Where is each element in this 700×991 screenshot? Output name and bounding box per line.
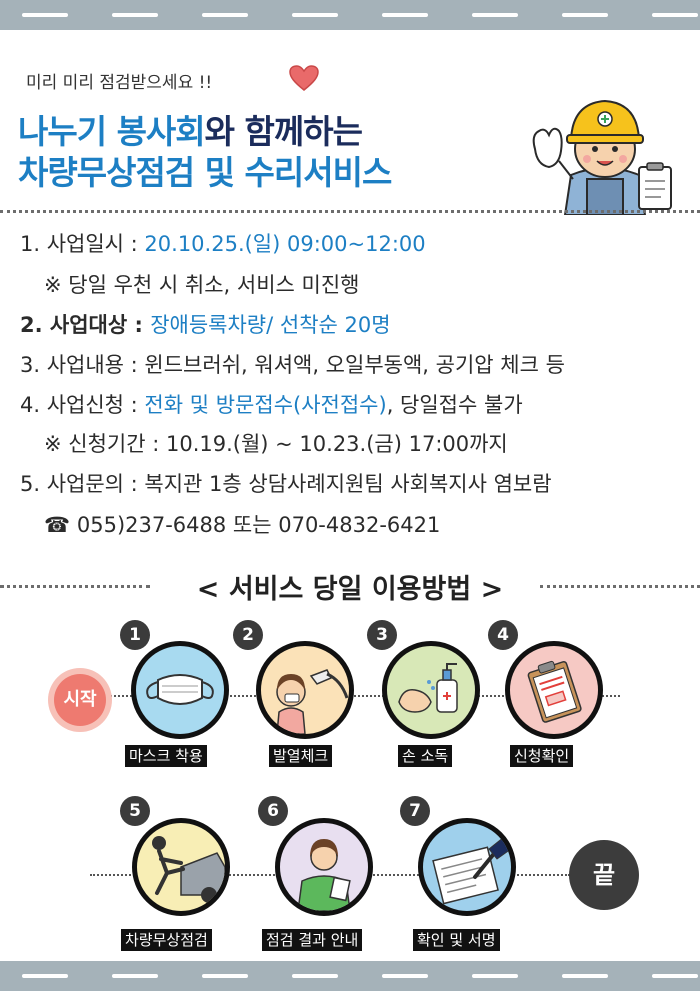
section-divider-left [0, 585, 150, 588]
step-row-1-line [110, 695, 620, 697]
road-dash [202, 13, 248, 17]
info-item-4-tail: , 당일접수 불가 [386, 393, 523, 417]
road-dash [292, 13, 338, 17]
road-dash [22, 13, 68, 17]
step-3-number: 3 [367, 620, 397, 650]
info-item-1: 1. 사업일시 : 20.10.25.(일) 09:00~12:00 [20, 229, 426, 259]
road-dash [472, 974, 518, 978]
end-badge: 끝 [569, 840, 639, 910]
clipboard-icon [527, 660, 582, 723]
title-with: 와 함께하는 [204, 112, 363, 151]
step-3-circle [382, 641, 480, 739]
title-line-1: 나누기 봉사회와 함께하는 [18, 112, 363, 152]
road-dash [22, 974, 68, 978]
step-2-number: 2 [233, 620, 263, 650]
info-item-4: 4. 사업신청 : 전화 및 방문접수(사전접수), 당일접수 불가 [20, 390, 523, 420]
info-item-1-value: 20.10.25.(일) 09:00~12:00 [144, 232, 426, 256]
road-dash [292, 974, 338, 978]
info-item-1-label: 1. 사업일시 : [20, 232, 145, 256]
info-item-3-label: 3. 사업내용 : [20, 353, 145, 377]
info-item-5-label: 5. 사업문의 : [20, 472, 145, 496]
step-7-number: 7 [400, 796, 430, 826]
info-item-4-note: ※ 신청기간 : 10.19.(월) ~ 10.23.(금) 17:00까지 [44, 432, 508, 456]
info-phone: ☎ 055)237-6488 또는 070-4832-6421 [44, 510, 440, 540]
worker-character-icon [532, 99, 672, 215]
info-item-5-value: 복지관 1층 상담사례지원팀 사회복지사 염보람 [144, 472, 552, 496]
road-dash [562, 974, 608, 978]
step-2-caption: 발열체크 [269, 745, 333, 767]
start-badge: 시작 [48, 668, 112, 732]
info-item-3: 3. 사업내용 : 윈드브러쉬, 워셔액, 오일부동액, 공기압 체크 등 [20, 350, 565, 380]
road-dash [472, 13, 518, 17]
road-dash [652, 974, 698, 978]
info-item-5: 5. 사업문의 : 복지관 1층 상담사례지원팀 사회복지사 염보람 [20, 469, 552, 499]
step-1-number: 1 [120, 620, 150, 650]
phone-icon: ☎ [44, 513, 71, 537]
signature-icon [432, 832, 511, 905]
section-divider-right [540, 585, 700, 588]
bottom-road-border [0, 961, 700, 991]
road-dash [202, 974, 248, 978]
step-4-number: 4 [488, 620, 518, 650]
thermometer-icon [276, 669, 349, 734]
step-2-circle [256, 641, 354, 739]
step-7-circle [418, 818, 516, 916]
info-item-3-value: 윈드브러쉬, 워셔액, 오일부동액, 공기압 체크 등 [144, 353, 565, 377]
steps-section-title: < 서비스 당일 이용방법 > [196, 574, 504, 605]
hand-sanitizer-icon [398, 663, 458, 713]
info-item-2-value: 장애등록차량/ 선착순 20명 [150, 313, 391, 337]
phone-number: 055)237-6488 또는 070-4832-6421 [76, 513, 441, 537]
road-dash [652, 13, 698, 17]
step-1-caption: 마스크 착용 [125, 745, 207, 767]
road-dash [112, 974, 158, 978]
step-4-circle [505, 641, 603, 739]
step-6-number: 6 [258, 796, 288, 826]
road-dash [112, 13, 158, 17]
info-item-2: 2. 사업대상 : 장애등록차량/ 선착순 20명 [20, 310, 391, 340]
road-dash [382, 974, 428, 978]
title-line-2: 차량무상점검 및 수리서비스 [18, 153, 392, 192]
step-1-circle [131, 641, 229, 739]
road-dash [382, 13, 428, 17]
step-6-circle [275, 818, 373, 916]
step-5-circle [132, 818, 230, 916]
heart-icon [289, 65, 319, 91]
staff-icon [297, 839, 351, 911]
step-3-caption: 손 소독 [398, 745, 453, 767]
mask-icon [146, 674, 214, 705]
tagline: 미리 미리 점검받으세요 !! [26, 73, 213, 93]
step-4-caption: 신청확인 [510, 745, 574, 767]
start-label: 시작 [54, 674, 106, 726]
info-item-4-label: 4. 사업신청 : [20, 393, 145, 417]
title-org: 나누기 봉사회 [18, 112, 206, 151]
road-dash [562, 13, 608, 17]
info-item-4-value: 전화 및 방문접수(사전접수) [144, 393, 387, 417]
step-6-caption: 점검 결과 안내 [262, 929, 363, 951]
info-item-1-note: ※ 당일 우천 시 취소, 서비스 미진행 [44, 273, 360, 297]
header-divider [0, 210, 700, 213]
info-item-2-label: 2. 사업대상 : [20, 313, 151, 337]
step-7-caption: 확인 및 서명 [413, 929, 500, 951]
top-road-border [0, 0, 700, 30]
car-repair-icon [152, 836, 225, 903]
step-5-number: 5 [120, 796, 150, 826]
step-5-caption: 차량무상점검 [121, 929, 212, 951]
